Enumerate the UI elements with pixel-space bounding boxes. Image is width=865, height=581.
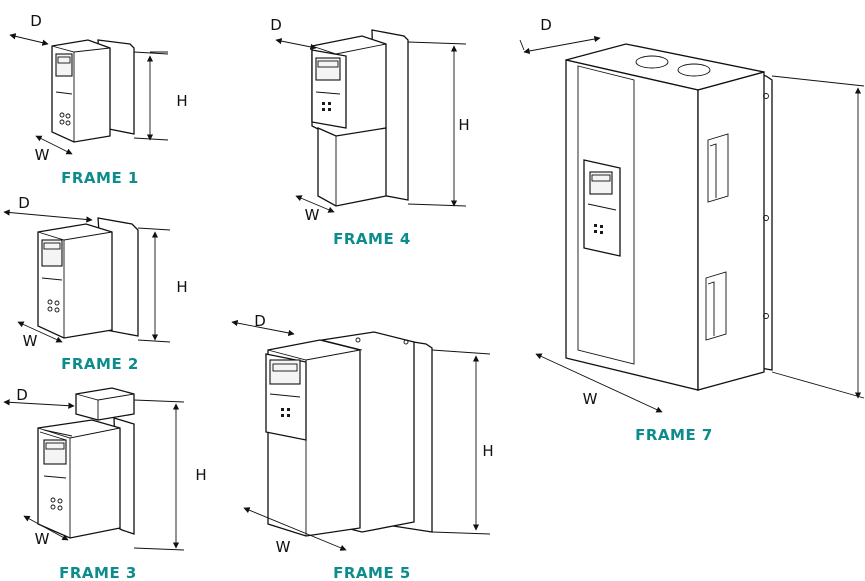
frame2-width-label: W bbox=[23, 332, 38, 350]
frame4-drawing bbox=[275, 29, 467, 213]
frame5-keypad bbox=[281, 408, 290, 417]
frame5-depth-label: D bbox=[254, 312, 266, 330]
frame7-label: FRAME 7 bbox=[635, 426, 713, 444]
frame3-width-label: W bbox=[35, 530, 50, 548]
frame7-width-label: W bbox=[583, 390, 598, 408]
frame4-depth-label: D bbox=[270, 16, 282, 34]
frame1-label: FRAME 1 bbox=[61, 169, 139, 187]
frame7-drawing bbox=[519, 35, 865, 413]
frame4-width-label: W bbox=[305, 206, 320, 224]
frame1-depth-label: D bbox=[30, 12, 42, 30]
frame4-label: FRAME 4 bbox=[333, 230, 411, 248]
frame3-label: FRAME 3 bbox=[59, 564, 137, 581]
frame2-depth-label: D bbox=[18, 194, 30, 212]
frame2-label: FRAME 2 bbox=[61, 355, 139, 373]
frame4-keypad bbox=[322, 102, 331, 111]
frame5-width-label: W bbox=[276, 538, 291, 556]
frame1-width-label: W bbox=[35, 146, 50, 164]
frame1-height-label: H bbox=[176, 92, 187, 110]
frame5-height-label: H bbox=[482, 442, 493, 460]
frame1-keypad bbox=[59, 112, 71, 126]
frame3-depth-label: D bbox=[16, 386, 28, 404]
frame1-drawing bbox=[9, 33, 169, 155]
frame5-label: FRAME 5 bbox=[333, 564, 411, 581]
frame3-keypad bbox=[50, 497, 63, 511]
frame4-height-label: H bbox=[458, 116, 469, 134]
frame2-keypad bbox=[47, 299, 60, 313]
frame7-keypad bbox=[594, 224, 603, 234]
frame5-drawing bbox=[231, 319, 491, 551]
frame2-drawing bbox=[3, 209, 171, 343]
frame2-height-label: H bbox=[176, 278, 187, 296]
frame3-drawing bbox=[3, 387, 185, 551]
frame7-depth-label: D bbox=[540, 16, 552, 34]
frame3-height-label: H bbox=[195, 466, 206, 484]
